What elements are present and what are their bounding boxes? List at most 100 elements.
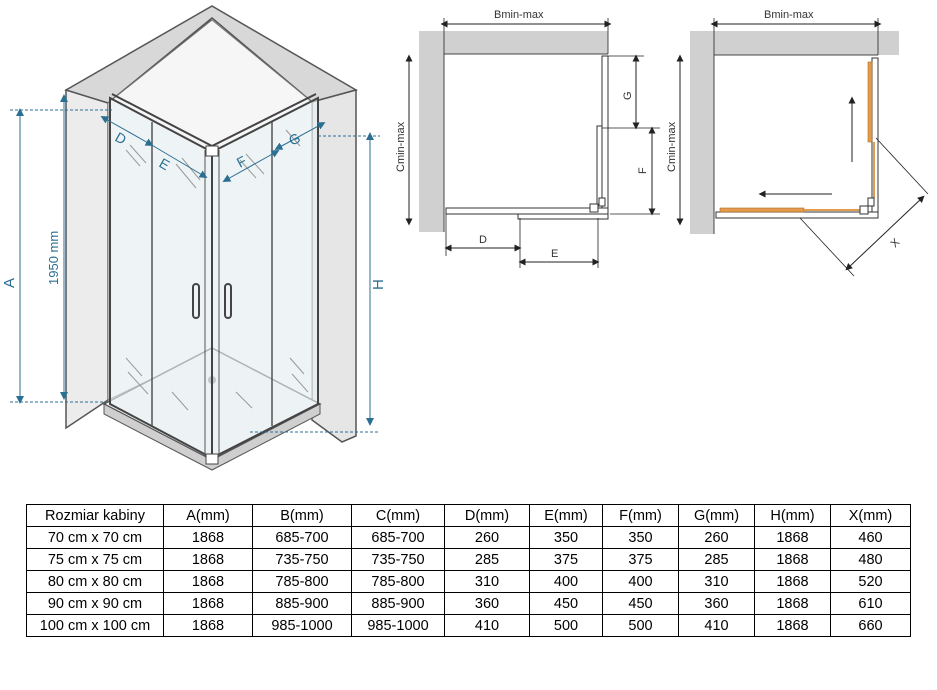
table-cell: 610 [830,592,911,615]
table-cell: 70 cm x 70 cm [26,526,164,549]
table-cell: 785-800 [351,570,445,593]
table-cell: 75 cm x 75 cm [26,548,164,571]
plan-panel-right-fixed [601,55,609,215]
table-cell: 260 [678,526,755,549]
plan-view-dimensions: Bmin-max Cmin-max G F D E [395,9,660,268]
table-cell: 1868 [754,548,831,571]
wall-top [419,31,608,54]
iso-frame [111,93,213,147]
wall-top [690,31,899,55]
table-cell: 520 [830,570,911,593]
plan-label-c: Cmin-max [395,121,407,172]
table-header-cell: H(mm) [754,504,831,527]
table-cell: 735-750 [252,548,352,571]
iso-corner-block [205,453,219,465]
table-cell: 785-800 [252,570,352,593]
table-header-cell: G(mm) [678,504,755,527]
iso-glass-left [109,96,213,460]
table-row: 80 cm x 80 cm 1868 785-800 785-800 310 4… [26,570,911,593]
table-cell: 985-1000 [351,614,445,637]
table-cell: 500 [529,614,603,637]
iso-glass-right [211,96,319,460]
table-cell: 660 [830,614,911,637]
table-cell: 285 [678,548,755,571]
table-cell: 1868 [163,548,253,571]
table-row: 70 cm x 70 cm 1868 685-700 685-700 260 3… [26,526,911,549]
table-cell: 375 [602,548,679,571]
table-cell: 360 [444,592,530,615]
table-header-cell: B(mm) [252,504,352,527]
table-cell: 90 cm x 90 cm [26,592,164,615]
iso-frame [211,93,317,147]
table-header-cell: A(mm) [163,504,253,527]
table-cell: 360 [678,592,755,615]
table-header-cell: X(mm) [830,504,911,527]
plan-label-b: Bmin-max [764,9,814,21]
table-cell: 1868 [754,592,831,615]
plan-view-opening: Bmin-max Cmin-max X [666,9,929,277]
iso-door-handle [192,283,200,319]
table-header-cell: C(mm) [351,504,445,527]
table-cell: 885-900 [252,592,352,615]
table-cell: 450 [602,592,679,615]
table-cell: 285 [444,548,530,571]
table-cell: 685-700 [351,526,445,549]
table-header-row: Rozmiar kabiny A(mm) B(mm) C(mm) D(mm) E… [26,504,911,527]
table-row: 75 cm x 75 cm 1868 735-750 735-750 285 3… [26,548,911,571]
shower-cabin-diagram: A 1950 mm H D E F G Bmin-max Cmin-max G [1,5,929,471]
plan-door-right-open [867,61,873,143]
dimensions-table: Rozmiar kabiny A(mm) B(mm) C(mm) D(mm) E… [26,504,911,637]
table-header-cell: D(mm) [444,504,530,527]
table-cell: 400 [602,570,679,593]
dimension-label-h: H [370,279,387,290]
iso-corner-block [205,145,219,157]
table-cell: 1868 [163,526,253,549]
plan-panel-bottom-slide [517,213,609,220]
table-header-cell: Rozmiar kabiny [26,504,164,527]
table-cell: 735-750 [351,548,445,571]
table-cell: 1868 [754,526,831,549]
table-row: 100 cm x 100 cm 1868 985-1000 985-1000 4… [26,614,911,637]
table-cell: 410 [444,614,530,637]
table-cell: 885-900 [351,592,445,615]
plan-door-bottom-open [719,207,805,213]
table-cell: 400 [529,570,603,593]
wall-left [690,31,714,234]
table-cell: 500 [602,614,679,637]
plan-panel-bottom-fixed [445,207,609,215]
plan-panel-bottom [715,211,879,219]
plan-label-g: G [622,91,634,100]
table-cell: 450 [529,592,603,615]
plan-label-b: Bmin-max [494,9,544,21]
table-cell: 460 [830,526,911,549]
table-cell: 410 [678,614,755,637]
table-header-cell: E(mm) [529,504,603,527]
table-cell: 1868 [754,570,831,593]
dimension-label-height: 1950 mm [46,231,61,285]
table-cell: 685-700 [252,526,352,549]
wall-left [419,31,444,232]
table-cell: 1868 [163,570,253,593]
plan-label-c: Cmin-max [666,121,678,172]
table-cell: 1868 [754,614,831,637]
table-cell: 985-1000 [252,614,352,637]
table-cell: 1868 [163,592,253,615]
table-cell: 1868 [163,614,253,637]
plan-label-x: X [889,236,903,250]
table-cell: 260 [444,526,530,549]
table-cell: 480 [830,548,911,571]
dimension-label-a: A [1,278,18,288]
table-cell: 80 cm x 80 cm [26,570,164,593]
plan-label-d: D [479,234,487,246]
plan-label-f: F [637,167,649,174]
table-header-cell: F(mm) [602,504,679,527]
table-cell: 310 [678,570,755,593]
table-row: 90 cm x 90 cm 1868 885-900 885-900 360 4… [26,592,911,615]
iso-dimensions [10,94,380,433]
dim-line-x [845,195,925,271]
table-cell: 310 [444,570,530,593]
table-cell: 100 cm x 100 cm [26,614,164,637]
isometric-view: A 1950 mm H D E F G [1,5,387,471]
iso-door-handle [224,283,232,319]
table-cell: 375 [529,548,603,571]
